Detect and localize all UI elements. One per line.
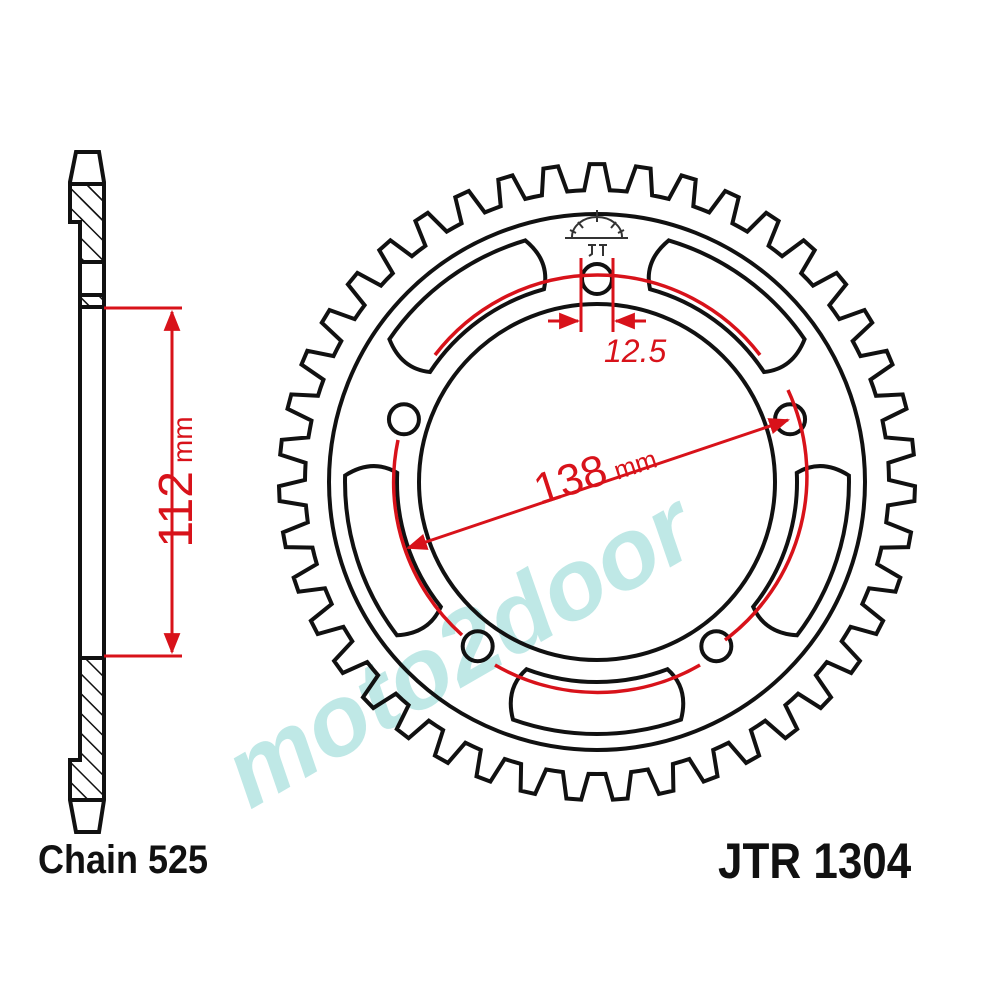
side-profile [68, 150, 106, 834]
part-number-label: JTR 1304 [718, 833, 912, 889]
sprocket-teeth [276, 162, 918, 802]
lightening-window [387, 238, 548, 375]
lightening-windows [343, 238, 851, 736]
pcd-circle [391, 273, 809, 695]
lightening-window [646, 238, 807, 375]
thickness-label: 112mm [150, 416, 203, 547]
jt-logo-icon [565, 210, 628, 257]
bolt-hole [699, 629, 734, 664]
bolt-hole [580, 262, 614, 296]
pcd-dimension-line [406, 418, 790, 550]
chain-size-label: Chain 525 [38, 838, 209, 882]
bolt-hole [386, 402, 421, 437]
lightening-window [508, 666, 686, 736]
bolt-hole [460, 629, 495, 664]
bolt-hole-label: 12.5 [604, 333, 666, 369]
lightening-window [750, 464, 851, 638]
lightening-window [343, 464, 444, 638]
thickness-dimension [104, 306, 182, 658]
bolt-hole-dimension [548, 258, 646, 332]
